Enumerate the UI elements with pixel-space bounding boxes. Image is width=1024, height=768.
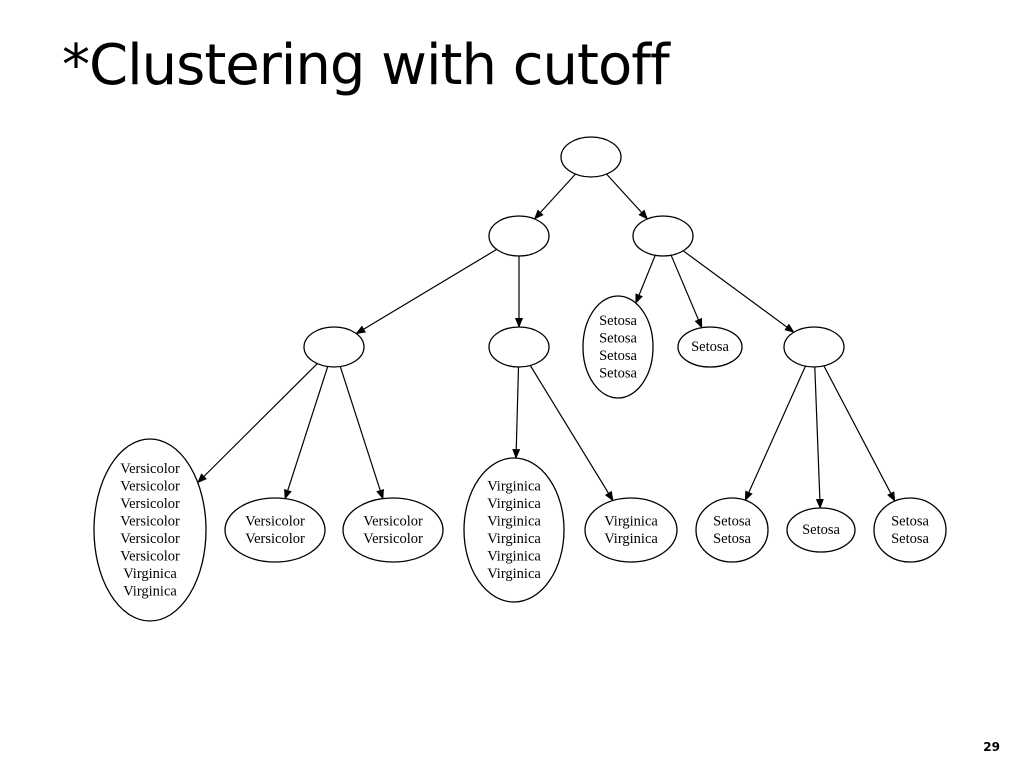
node-ellipse	[783, 326, 845, 368]
page-number: 29	[983, 740, 1000, 754]
node-ellipse	[632, 215, 694, 257]
node-ellipse	[488, 326, 550, 368]
node-ellipse	[873, 497, 947, 563]
tree-nodes: SetosaSetosaSetosaSetosaSetosaVersicolor…	[93, 136, 947, 622]
edge-internal_ll-to-leaf_versicolor_2b	[339, 366, 384, 500]
node-label-line: Setosa	[891, 531, 929, 547]
node-label-line: Versicolor	[120, 496, 180, 512]
tree-node-root	[560, 136, 622, 178]
tree-node-leaf_setosa_1b: Setosa	[786, 507, 856, 553]
node-label-line: Setosa	[713, 513, 751, 529]
edge-root-to-internal_left	[533, 173, 576, 220]
node-label-line: Virginica	[487, 566, 541, 582]
node-ellipse	[93, 438, 207, 622]
edge-internal_right-to-leaf_setosa_4	[635, 255, 656, 305]
edge-internal_right-to-internal_rr	[682, 250, 795, 333]
node-ellipse	[224, 497, 326, 563]
node-ellipse	[463, 457, 565, 603]
tree-node-internal_lm	[488, 326, 550, 368]
tree-node-internal_ll	[303, 326, 365, 368]
node-label-line: Setosa	[713, 531, 751, 547]
tree-edges	[197, 173, 896, 509]
edge-internal_ll-to-leaf_mixed_8	[197, 363, 318, 484]
slide-title: *Clustering with cutoff	[62, 33, 670, 98]
tree-node-internal_left	[488, 215, 550, 257]
node-label-line: Versicolor	[120, 531, 180, 547]
node-label-line: Virginica	[604, 513, 658, 529]
node-label-line: Virginica	[604, 531, 658, 547]
node-label-line: Setosa	[599, 348, 637, 364]
node-ellipse	[695, 497, 769, 563]
node-label-line: Virginica	[123, 583, 177, 599]
tree-node-internal_rr	[783, 326, 845, 368]
node-label-line: Virginica	[487, 513, 541, 529]
node-label-line: Versicolor	[363, 513, 423, 529]
node-label-line: Virginica	[487, 531, 541, 547]
node-label-line: Versicolor	[245, 531, 305, 547]
node-label-line: Virginica	[123, 566, 177, 582]
node-label-line: Versicolor	[120, 478, 180, 494]
edge-internal_lm-to-leaf_virginica_6	[512, 366, 521, 460]
node-label-line: Virginica	[487, 548, 541, 564]
edge-internal_rr-to-leaf_setosa_1b	[814, 366, 824, 509]
edge-internal_rr-to-leaf_setosa_2b	[823, 365, 896, 502]
node-ellipse	[584, 497, 678, 563]
node-label-line: Setosa	[891, 513, 929, 529]
tree-node-internal_right	[632, 215, 694, 257]
tree-node-leaf_setosa_1a: Setosa	[677, 326, 743, 368]
node-label-line: Setosa	[599, 365, 637, 381]
tree-node-leaf_mixed_8: VersicolorVersicolorVersicolorVersicolor…	[93, 438, 207, 622]
edge-internal_ll-to-leaf_versicolor_2a	[284, 366, 329, 500]
node-label-line: Virginica	[487, 496, 541, 512]
edge-internal_right-to-leaf_setosa_1a	[670, 254, 703, 329]
node-ellipse	[677, 326, 743, 368]
node-label-line: Versicolor	[120, 461, 180, 477]
node-ellipse	[303, 326, 365, 368]
node-label-line: Setosa	[802, 522, 840, 538]
node-ellipse	[786, 507, 856, 553]
node-ellipse	[488, 215, 550, 257]
node-ellipse	[342, 497, 444, 563]
node-label-line: Setosa	[599, 313, 637, 329]
edge-internal_rr-to-leaf_setosa_2a	[744, 365, 806, 502]
node-ellipse	[560, 136, 622, 178]
edge-internal_lm-to-leaf_virginica_2	[529, 365, 614, 502]
edge-internal_left-to-internal_ll	[355, 248, 498, 335]
node-label-line: Setosa	[691, 339, 729, 355]
node-label-line: Versicolor	[120, 548, 180, 564]
edge-root-to-internal_right	[606, 173, 649, 220]
node-label-line: Virginica	[487, 478, 541, 494]
node-label-line: Versicolor	[120, 513, 180, 529]
node-ellipse	[582, 295, 654, 399]
node-label-line: Versicolor	[363, 531, 423, 547]
node-label-line: Versicolor	[245, 513, 305, 529]
node-label-line: Setosa	[599, 330, 637, 346]
tree-node-leaf_virginica_6: VirginicaVirginicaVirginicaVirginicaVirg…	[463, 457, 565, 603]
